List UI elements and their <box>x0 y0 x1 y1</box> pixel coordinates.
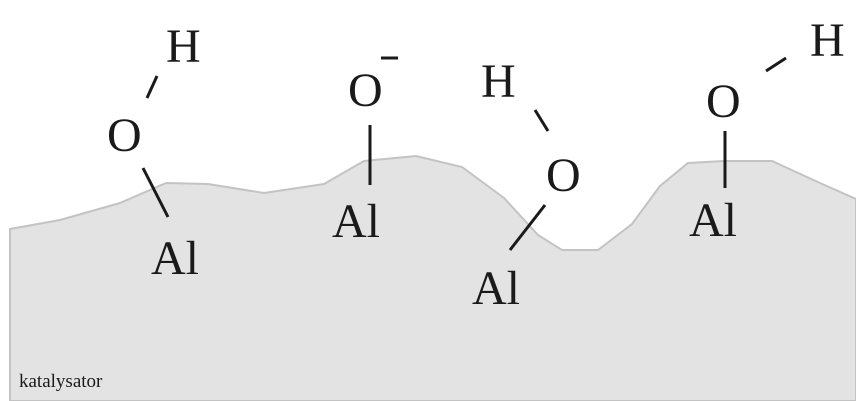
site-3-hydrogen: H <box>481 55 516 108</box>
site-4-hydrogen: H <box>810 14 845 67</box>
surface-label: katalysator <box>19 371 103 392</box>
site-1-oh-bond <box>145 75 159 99</box>
site-1-hydroxyl-group: H O Al <box>107 20 201 285</box>
site-4-oh-bond <box>765 56 787 73</box>
site-3-hydroxyl-group: H O Al <box>472 55 581 315</box>
site-1-oal-bond <box>141 167 170 218</box>
site-3-aluminium: Al <box>472 262 520 315</box>
site-4-hydroxyl-group: H O Al <box>689 14 845 247</box>
site-2-aluminium: Al <box>332 195 380 248</box>
catalyst-surface <box>9 154 856 401</box>
site-2-oxide-group: O Al <box>332 56 398 248</box>
site-1-aluminium: Al <box>151 232 199 285</box>
site-4-oxygen: O <box>706 75 741 128</box>
site-3-oxygen: O <box>546 149 581 202</box>
site-3-oh-bond <box>533 109 550 132</box>
site-1-hydrogen: H <box>166 20 201 73</box>
site-3-oal-bond <box>508 204 547 251</box>
site-4-aluminium: Al <box>689 194 737 247</box>
site-2-oxygen: O <box>348 64 383 117</box>
site-1-oxygen: O <box>107 109 142 162</box>
